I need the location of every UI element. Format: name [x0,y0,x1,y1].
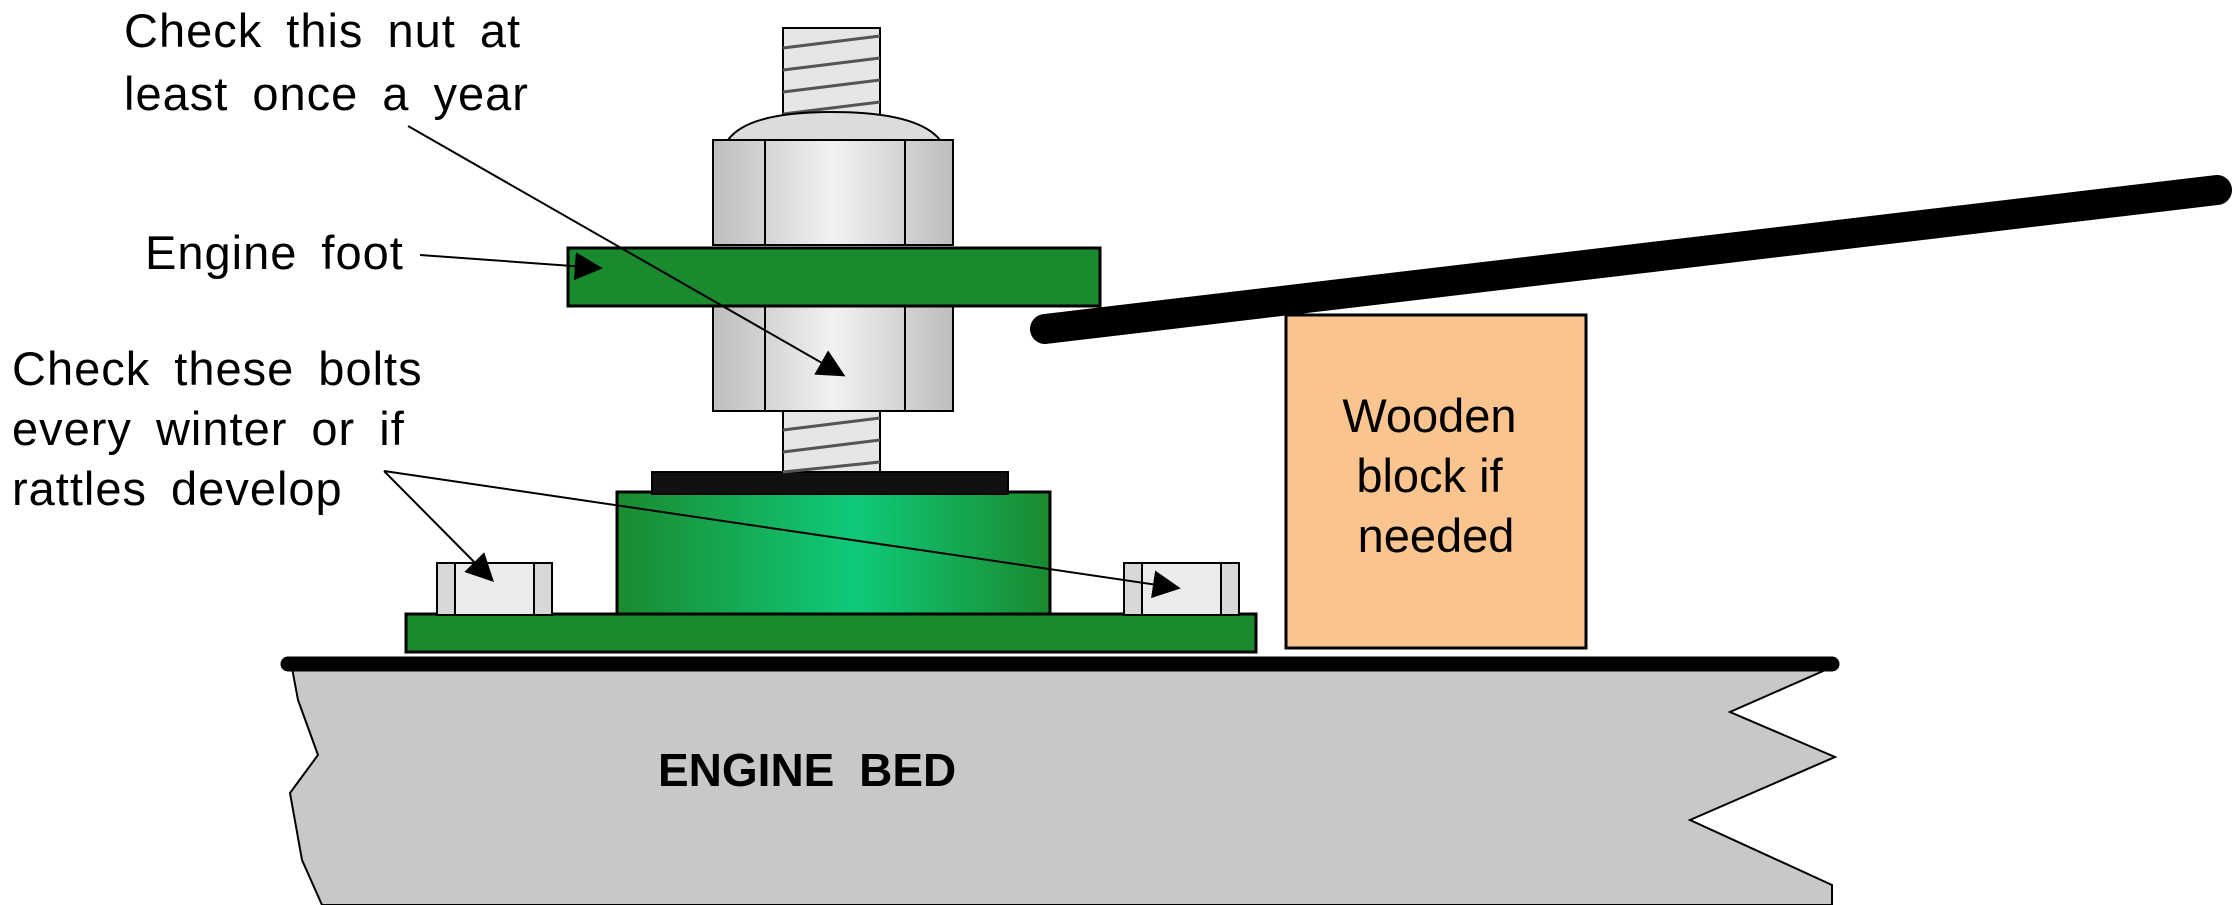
engine-foot-bracket [566,246,1102,308]
bolts-callout-line-3: rattles develop [12,462,343,515]
bolts-callout-line-2: every winter or if [12,402,405,455]
bolts-callout: Check these bolts every winter or if rat… [12,342,1181,599]
bolts-callout-arrow-right [383,470,1181,599]
engine-bed: ENGINE BED [280,656,1840,905]
mount-rubber-body [615,490,1052,616]
wooden-block-shape [1284,313,1588,650]
mount-base-plate [404,612,1258,654]
nut-callout-text: Check this nut at least once a year [124,4,545,120]
bolts-callout-line-1: Check these bolts [12,342,423,395]
nut-callout-line-1: Check this nut at [124,4,521,57]
lever-bar [1030,175,2232,344]
left-base-bolt [436,562,553,616]
engine-bed-shape [288,667,1838,905]
wooden-block-label: Wooden block if needed [1342,389,1529,562]
wooden-block-line-2: block if [1356,449,1503,502]
wooden-block-line-3: needed [1358,509,1515,562]
wooden-block-line-1: Wooden [1342,389,1516,442]
nut-callout: Check this nut at least once a year [124,4,846,377]
engine-foot-callout: Engine foot [145,226,603,281]
engine-foot-callout-text: Engine foot [145,226,404,279]
nut-callout-line-2: least once a year [124,67,529,120]
engine-foot-callout-arrow [419,252,603,281]
wooden-block: Wooden block if needed [1284,313,1588,650]
top-nut [712,110,954,246]
engine-bed-label: ENGINE BED [658,744,956,796]
mount-top-cap [651,471,1009,495]
nut-callout-arrow [407,125,846,377]
right-base-bolt [1123,562,1240,616]
bolts-callout-arrow-left [383,470,494,582]
bolts-callout-text: Check these bolts every winter or if rat… [12,342,447,515]
